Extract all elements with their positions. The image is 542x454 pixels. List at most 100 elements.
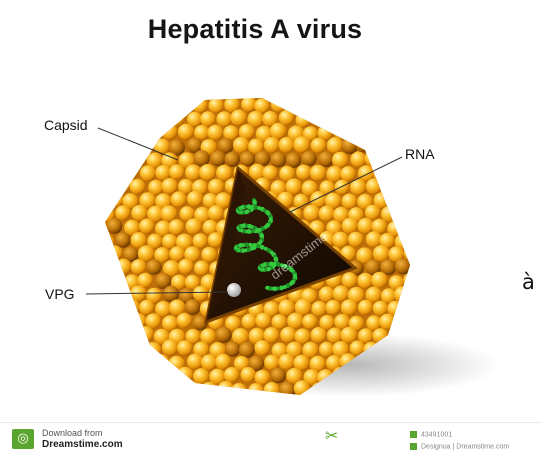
protein-sphere: [215, 327, 231, 343]
protein-sphere: [92, 274, 108, 290]
protein-sphere: [218, 381, 234, 397]
protein-sphere: [411, 207, 427, 223]
protein-sphere: [106, 164, 122, 180]
protein-sphere: [108, 110, 124, 126]
download-text: Download from Dreamstime.com: [42, 428, 123, 450]
protein-sphere: [177, 340, 192, 355]
protein-sphere: [107, 84, 123, 100]
protein-sphere: [98, 151, 114, 167]
protein-sphere: [366, 178, 382, 194]
protein-sphere: [92, 85, 107, 100]
rna-bead: [256, 244, 260, 248]
protein-sphere: [193, 286, 209, 302]
protein-sphere: [108, 381, 123, 396]
protein-sphere: [404, 164, 421, 181]
protein-sphere: [92, 246, 109, 263]
protein-sphere: [91, 218, 108, 235]
protein-sphere: [114, 177, 130, 193]
protein-sphere: [325, 112, 341, 128]
protein-sphere: [138, 326, 154, 342]
protein-sphere: [374, 111, 389, 126]
protein-sphere: [124, 299, 140, 315]
protein-sphere: [178, 124, 194, 140]
protein-sphere: [233, 137, 249, 153]
protein-sphere: [115, 259, 131, 275]
protein-sphere: [215, 83, 232, 100]
protein-sphere: [296, 165, 311, 180]
protein-sphere: [403, 273, 419, 289]
protein-sphere: [169, 219, 185, 235]
protein-sphere: [264, 137, 280, 153]
protein-sphere: [199, 164, 216, 181]
stock-footer: ◎ Download from Dreamstime.com ✂ 4349100…: [0, 422, 542, 454]
protein-sphere: [139, 300, 154, 315]
protein-sphere: [411, 124, 428, 141]
protein-sphere: [403, 193, 418, 208]
protein-sphere: [341, 138, 358, 155]
protein-sphere: [146, 99, 161, 114]
protein-sphere: [373, 83, 388, 98]
protein-sphere: [100, 260, 116, 276]
protein-sphere: [117, 339, 134, 356]
protein-sphere: [264, 327, 280, 343]
credit-icon: [410, 443, 417, 450]
protein-sphere: [122, 85, 138, 101]
protein-sphere: [231, 84, 247, 100]
protein-sphere: [255, 370, 271, 386]
protein-sphere: [108, 139, 124, 155]
protein-sphere: [350, 151, 366, 167]
protein-sphere: [139, 137, 155, 153]
rna-bead: [252, 243, 257, 248]
protein-sphere: [249, 84, 264, 99]
protein-sphere: [311, 301, 327, 317]
protein-sphere: [109, 328, 125, 344]
protein-sphere: [386, 191, 403, 208]
protein-sphere: [365, 150, 382, 167]
protein-sphere: [311, 327, 327, 343]
protein-sphere: [108, 274, 124, 290]
protein-sphere: [395, 312, 412, 329]
protein-sphere: [279, 354, 295, 370]
protein-sphere: [101, 180, 116, 195]
protein-sphere: [405, 84, 421, 100]
protein-sphere: [129, 367, 145, 383]
protein-sphere: [91, 381, 108, 398]
protein-sphere: [225, 152, 240, 167]
protein-sphere: [169, 246, 185, 262]
protein-sphere: [256, 313, 272, 329]
protein-sphere: [279, 110, 294, 125]
protein-sphere: [225, 342, 240, 357]
protein-sphere: [396, 205, 412, 221]
protein-sphere: [302, 98, 318, 114]
protein-sphere: [394, 286, 410, 302]
protein-sphere: [122, 112, 138, 128]
protein-sphere: [109, 192, 124, 207]
protein-sphere: [216, 165, 232, 181]
protein-sphere: [327, 328, 343, 344]
protein-sphere: [403, 301, 418, 316]
protein-sphere: [411, 96, 428, 113]
protein-sphere: [140, 165, 156, 181]
protein-sphere: [210, 151, 226, 167]
protein-sphere: [194, 261, 209, 276]
protein-sphere: [318, 151, 334, 167]
protein-sphere: [92, 356, 108, 372]
image-id: 43491001: [421, 431, 452, 438]
protein-sphere: [224, 367, 240, 383]
protein-sphere: [115, 205, 130, 220]
protein-sphere: [122, 165, 138, 181]
protein-sphere: [187, 354, 203, 370]
protein-sphere: [139, 219, 154, 234]
protein-sphere: [239, 342, 255, 358]
protein-sphere: [380, 151, 396, 167]
protein-sphere: [114, 96, 130, 112]
protein-sphere: [373, 301, 388, 316]
protein-sphere: [265, 84, 281, 100]
protein-sphere: [130, 151, 146, 167]
protein-sphere: [371, 272, 388, 289]
rna-bead: [249, 243, 253, 247]
protein-sphere: [271, 96, 287, 112]
protein-sphere: [177, 313, 192, 328]
protein-sphere: [341, 84, 357, 100]
protein-sphere: [186, 84, 201, 99]
